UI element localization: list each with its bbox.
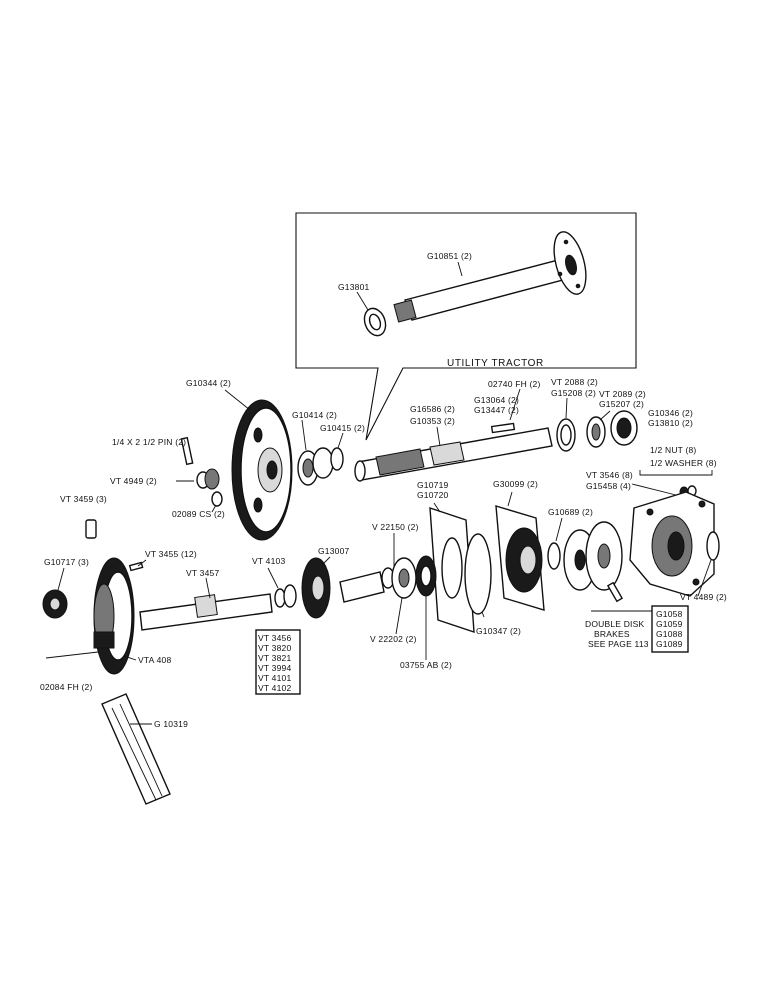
label-g13447: G13447 (2) xyxy=(474,405,519,415)
label-g13007: G13007 xyxy=(318,546,350,556)
label-vt2088: VT 2088 (2) xyxy=(551,377,598,387)
seal-g10415 xyxy=(330,447,344,471)
seal-g10689 xyxy=(547,542,561,570)
inset-callout-border xyxy=(295,212,637,441)
label-g16586: G16586 (2) xyxy=(410,404,455,414)
label-vt3455: VT 3455 (12) xyxy=(145,549,197,559)
inset-caption: UTILITY TRACTOR xyxy=(447,358,544,369)
washer-02089 xyxy=(211,491,223,507)
label-g15207: G15207 (2) xyxy=(599,399,644,409)
label-g10719: G10719 xyxy=(417,480,449,490)
pin-vt3459 xyxy=(85,519,97,539)
label-g15208: G15208 (2) xyxy=(551,388,596,398)
label-washer-5: VT 4101 xyxy=(258,673,291,683)
label-housing-1: G1058 xyxy=(656,609,683,619)
label-vt4949: VT 4949 (2) xyxy=(110,476,157,486)
label-g13064: G13064 (2) xyxy=(474,395,519,405)
shaft-g10319 xyxy=(101,693,171,805)
label-vta408: VTA 408 xyxy=(138,655,171,665)
label-pin: 1/4 X 2 1/2 PIN (2) xyxy=(112,437,186,447)
label-g10319: G 10319 xyxy=(154,719,188,729)
bearing-v22150 xyxy=(381,557,417,599)
plate-g10719 xyxy=(429,507,475,633)
bolt-02084 xyxy=(45,651,99,659)
pinion-g13007 xyxy=(301,557,385,619)
label-02084: 02084 FH (2) xyxy=(40,682,92,692)
label-v22202: V 22202 (2) xyxy=(370,634,417,644)
label-g10415: G10415 (2) xyxy=(320,423,365,433)
label-vt3457: VT 3457 xyxy=(186,568,219,578)
seal-vt4489 xyxy=(706,531,720,561)
bearing-g10414 xyxy=(297,447,334,486)
label-g13801: G13801 xyxy=(338,282,370,292)
pinion-gear-g10717 xyxy=(42,589,68,619)
label-vt3459: VT 3459 (3) xyxy=(60,494,107,504)
label-nut: 1/2 NUT (8) xyxy=(650,445,696,455)
label-housing-4: G1089 xyxy=(656,639,683,649)
label-g10851: G10851 (2) xyxy=(427,251,472,261)
bearing-cone-vt2089 xyxy=(586,416,606,448)
label-03755: 03755 AB (2) xyxy=(400,660,452,670)
label-washer-2: VT 3820 xyxy=(258,643,291,653)
brake-discs xyxy=(563,521,624,603)
axle-shaft-g10851 xyxy=(393,231,587,323)
housing-g30099 xyxy=(495,505,545,611)
label-washer-1: VT 3456 xyxy=(258,633,291,643)
label-washer-3: VT 3821 xyxy=(258,653,291,663)
label-washer-4: VT 3994 xyxy=(258,663,291,673)
label-g10347: G10347 (2) xyxy=(476,626,521,636)
label-vt3546: VT 3546 (8) xyxy=(586,470,633,480)
label-g30099: G30099 (2) xyxy=(493,479,538,489)
ring-gear-vta408 xyxy=(93,557,135,675)
label-vt4489: VT 4489 (2) xyxy=(680,592,727,602)
label-g10344: G10344 (2) xyxy=(186,378,231,388)
gasket-g10347 xyxy=(464,533,492,615)
label-g10353: G10353 (2) xyxy=(410,416,455,426)
label-g10414: G10414 (2) xyxy=(292,410,337,420)
label-02740: 02740 FH (2) xyxy=(488,379,540,389)
label-washer: 1/2 WASHER (8) xyxy=(650,458,717,468)
pin xyxy=(180,436,194,466)
label-housing-3: G1088 xyxy=(656,629,683,639)
label-g15458: G15458 (4) xyxy=(586,481,631,491)
label-g13810: G13810 (2) xyxy=(648,418,693,428)
label-double-disk-1: DOUBLE DISK xyxy=(585,619,644,629)
cup-03755 xyxy=(415,555,437,597)
label-g10720: G10720 xyxy=(417,490,449,500)
label-g10717: G10717 (3) xyxy=(44,557,89,567)
spacer-vt4949 xyxy=(196,468,220,490)
label-v22150: V 22150 (2) xyxy=(372,522,419,532)
utility-tractor-inset: G10851 (2) G13801 UTILITY TRACTOR xyxy=(295,212,637,441)
label-g10346: G10346 (2) xyxy=(648,408,693,418)
label-vt4103: VT 4103 xyxy=(252,556,285,566)
label-housing-2: G1059 xyxy=(656,619,683,629)
bearing-cup-vt2088 xyxy=(556,418,576,452)
label-vt2089: VT 2089 (2) xyxy=(599,389,646,399)
key-02740 xyxy=(490,422,516,434)
cross-shaft-vt3457 xyxy=(139,593,273,631)
drive-shaft-g16586 xyxy=(354,427,553,482)
label-02089: 02089 CS (2) xyxy=(172,509,225,519)
label-double-disk-2: BRAKES xyxy=(594,629,630,639)
brake-housing xyxy=(629,491,715,597)
cage-g10346 xyxy=(610,410,638,446)
label-double-disk-3: SEE PAGE 113 xyxy=(588,639,649,649)
washers-vt4103 xyxy=(274,584,297,608)
seal-g13801 xyxy=(363,307,387,337)
label-g10689: G10689 (2) xyxy=(548,507,593,517)
label-washer-6: VT 4102 xyxy=(258,683,291,693)
bull-gear-g10344 xyxy=(231,399,293,541)
